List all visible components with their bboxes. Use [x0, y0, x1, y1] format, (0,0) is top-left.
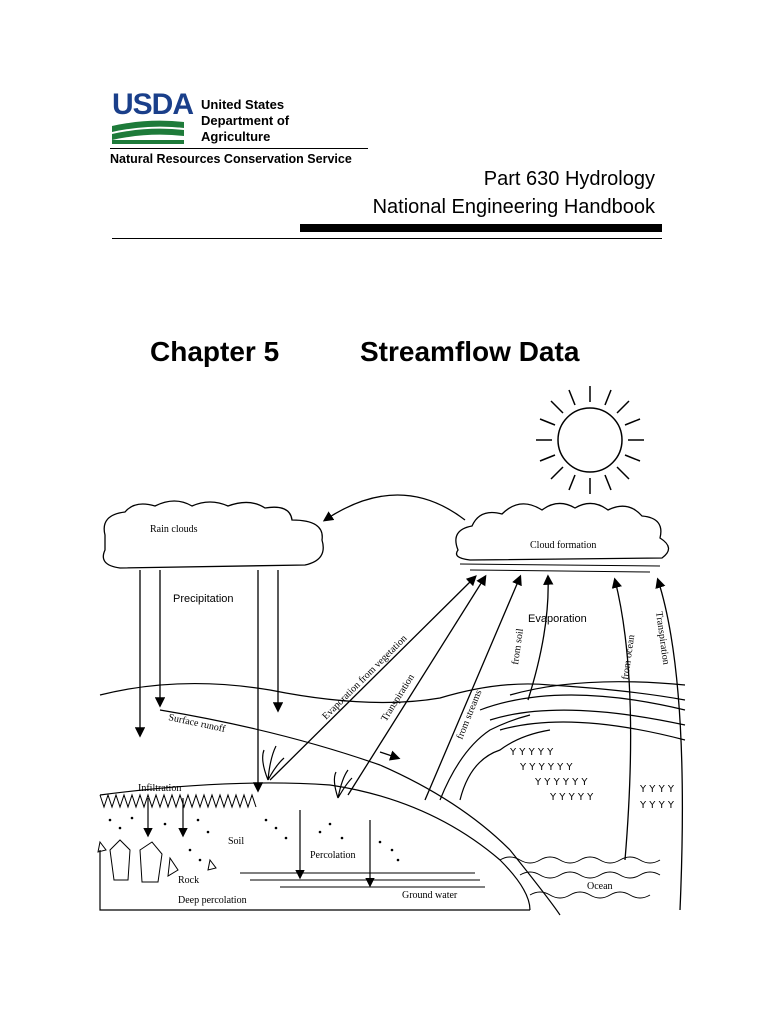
ground-water-lines [240, 872, 485, 888]
label-percolation: Percolation [310, 850, 356, 861]
svg-text:Y Y Y Y: Y Y Y Y [639, 800, 675, 811]
label-evaporation: Evaporation [528, 613, 587, 625]
part-title: Part 630 Hydrology [483, 168, 655, 190]
label-ocean: Ocean [587, 881, 613, 892]
svg-text:Y Y Y Y Y Y: Y Y Y Y Y Y [519, 762, 573, 773]
svg-text:Y Y Y Y Y: Y Y Y Y Y [549, 792, 594, 803]
sun-icon [536, 386, 644, 494]
chapter-number: Chapter 5 [150, 336, 280, 367]
hydrologic-cycle-diagram: Rain clouds Cloud formation Precipitatio… [97, 386, 686, 916]
vegetation-field: Y Y Y Y Y Y Y Y Y Y Y Y Y Y Y Y Y Y Y Y … [509, 747, 675, 811]
ocean-waves [499, 856, 661, 899]
label-deep-percolation: Deep percolation [178, 895, 247, 906]
cloud-formation-shape [455, 502, 670, 561]
label-transpiration-right: Transpiration [653, 611, 671, 666]
label-ground-water: Ground water [402, 890, 458, 901]
header-thin-rule [112, 238, 662, 239]
label-rock: Rock [178, 875, 199, 886]
svg-text:Y Y Y Y: Y Y Y Y [639, 784, 675, 795]
label-from-ocean: from ocean [620, 634, 637, 680]
evaporation-arrows [269, 574, 684, 911]
label-soil: Soil [228, 836, 244, 847]
svg-text:Y Y Y Y Y Y: Y Y Y Y Y Y [534, 777, 588, 788]
rock-layer [97, 839, 217, 883]
infiltration-arrows [143, 798, 375, 888]
label-infiltration: Infiltration [138, 783, 181, 794]
label-rain-clouds: Rain clouds [150, 524, 198, 535]
ground-surface [99, 793, 257, 809]
soil-particles [108, 816, 400, 862]
chapter-title: Streamflow Data [360, 336, 580, 367]
department-name: United States Department of Agriculture [201, 97, 290, 144]
agency-name: Natural Resources Conservation Service [110, 152, 352, 166]
label-surface-runoff: Surface runoff [167, 712, 227, 735]
precipitation-arrows [134, 570, 284, 793]
plant-icon [262, 745, 353, 799]
arrow-cloud-transfer [322, 494, 466, 522]
terrain [99, 681, 686, 916]
label-from-soil: from soil [510, 628, 526, 666]
label-cloud-formation: Cloud formation [530, 540, 596, 551]
svg-text:Y Y Y Y Y: Y Y Y Y Y [509, 747, 554, 758]
logo-divider [110, 148, 368, 149]
rain-cloud-shape [102, 500, 324, 569]
usda-logo-wordmark: USDA [112, 88, 194, 121]
label-precipitation: Precipitation [173, 593, 234, 605]
usda-logo-swoosh [112, 120, 184, 144]
header-thick-rule [300, 224, 662, 232]
handbook-title: National Engineering Handbook [372, 196, 655, 218]
